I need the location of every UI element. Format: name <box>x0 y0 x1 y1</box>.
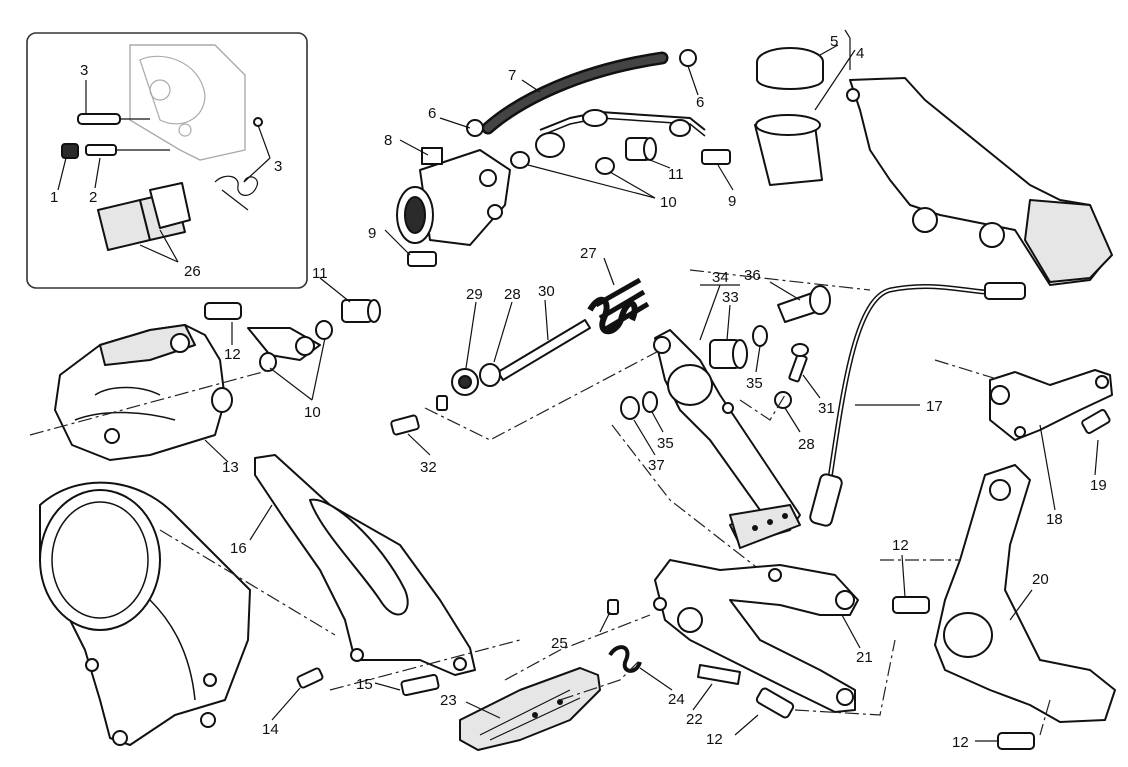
callout-12c: 12 <box>706 731 723 748</box>
callout-29: 29 <box>466 286 483 303</box>
callout-18: 18 <box>1046 511 1063 528</box>
brake-pads-part <box>97 182 191 251</box>
callout-inset-3b: 3 <box>274 158 282 175</box>
inset-caliper-detail <box>26 32 308 289</box>
callout-inset-2: 2 <box>89 189 97 206</box>
heel-guard-part <box>249 454 521 721</box>
callout-5: 5 <box>830 33 838 50</box>
bleed-cap-part <box>61 143 170 159</box>
callout-20: 20 <box>1032 571 1049 588</box>
pedal-linkage-group <box>390 257 831 571</box>
callout-15: 15 <box>356 676 373 693</box>
reservoir-bracket-part <box>846 77 1113 286</box>
callout-12b: 12 <box>892 537 909 554</box>
brake-light-switch-part <box>689 269 1026 527</box>
callout-19: 19 <box>1090 477 1107 494</box>
callout-12d: 12 <box>952 734 969 751</box>
callout-11b: 11 <box>312 265 328 282</box>
callout-6a: 6 <box>428 105 436 122</box>
callout-31: 31 <box>818 400 835 417</box>
callout-35b: 35 <box>657 435 674 452</box>
callout-10a: 10 <box>660 194 677 211</box>
callout-inset-26: 26 <box>184 263 201 280</box>
callout-11a: 11 <box>668 166 684 183</box>
callout-36: 36 <box>744 267 761 284</box>
callout-34: 34 <box>712 269 729 286</box>
footpeg-hanger-group <box>459 559 896 751</box>
callout-21: 21 <box>856 649 873 666</box>
callout-7: 7 <box>508 67 516 84</box>
callout-28a: 28 <box>504 286 521 303</box>
callout-37: 37 <box>648 457 665 474</box>
bleed-valve-part <box>77 113 150 125</box>
right-hanger-group <box>880 359 1116 750</box>
spring-part <box>587 277 650 335</box>
brake-pedal-part <box>653 329 801 549</box>
callout-28b: 28 <box>798 436 815 453</box>
callout-6b: 6 <box>696 94 704 111</box>
callout-9b: 9 <box>728 193 736 210</box>
callout-12a: 12 <box>224 346 241 363</box>
callout-16: 16 <box>230 540 247 557</box>
callout-inset-1: 1 <box>50 189 58 206</box>
callout-labels: 3 1 2 3 26 7 6 6 5 4 8 9 9 11 10 11 12 1… <box>50 33 1107 751</box>
callout-27: 27 <box>580 245 597 262</box>
callout-24: 24 <box>668 691 685 708</box>
reservoir-part <box>754 47 824 186</box>
master-cylinder-group <box>384 29 1113 286</box>
callout-10b: 10 <box>304 404 321 421</box>
callout-32: 32 <box>420 459 437 476</box>
caliper-bracket-group <box>39 481 336 746</box>
callout-33: 33 <box>722 289 739 306</box>
callout-25: 25 <box>551 635 568 652</box>
callout-17: 17 <box>926 398 943 415</box>
callout-30: 30 <box>538 283 555 300</box>
callout-8: 8 <box>384 132 392 149</box>
callout-22: 22 <box>686 711 703 728</box>
callout-35a: 35 <box>746 375 763 392</box>
callout-4: 4 <box>856 45 864 62</box>
callout-13: 13 <box>222 459 239 476</box>
callout-23: 23 <box>440 692 457 709</box>
callout-9a: 9 <box>368 225 376 242</box>
callout-inset-3a: 3 <box>80 62 88 79</box>
rear-caliper-group <box>29 277 381 463</box>
master-cylinder-part <box>396 147 511 246</box>
callout-14: 14 <box>262 721 279 738</box>
